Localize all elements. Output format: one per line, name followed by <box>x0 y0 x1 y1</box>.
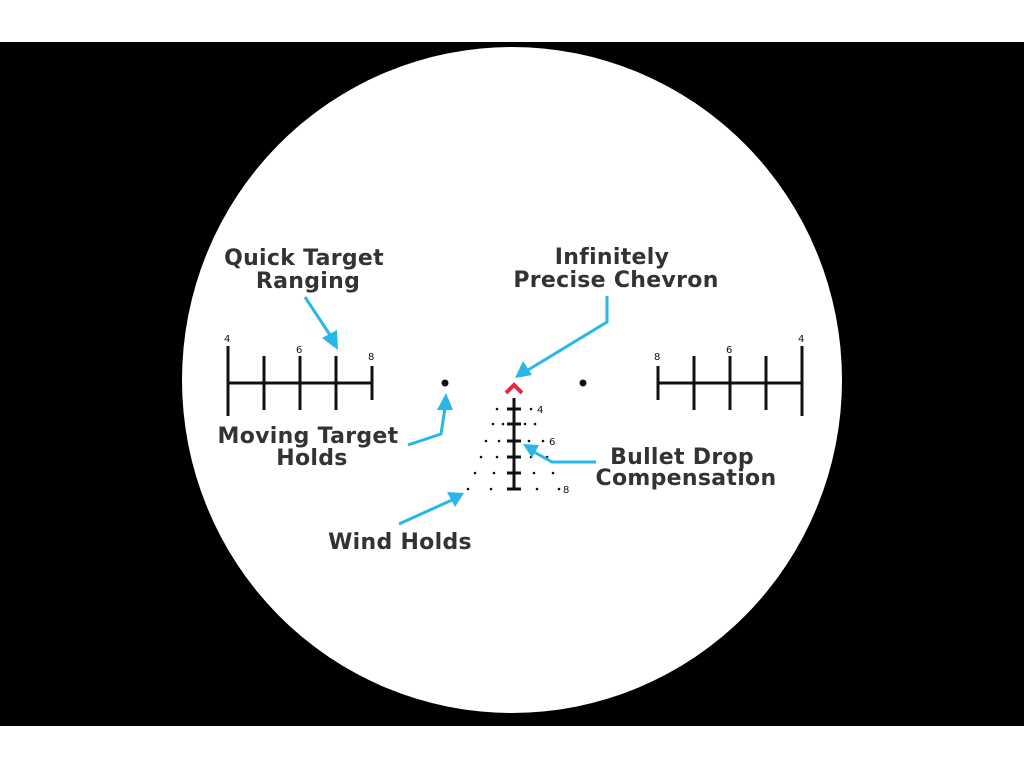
wind-dot <box>497 439 501 443</box>
wind-dot <box>527 439 531 443</box>
right-scale-label-6: 6 <box>726 345 732 356</box>
label-bullet-drop-compensation: Bullet Drop Compensation <box>596 445 777 491</box>
wind-dot <box>541 439 545 443</box>
bdc-label-8: 8 <box>563 485 569 496</box>
label-quick-target-ranging: Quick Target Ranging <box>224 246 392 294</box>
arrow-bullet-drop-compensation <box>523 444 596 464</box>
arrow-infinitely-precise-chevron <box>515 296 609 378</box>
wind-dot <box>533 422 537 426</box>
wind-dot <box>495 455 499 459</box>
wind-dot <box>495 407 499 411</box>
wind-dot <box>557 487 561 491</box>
wind-dot <box>523 422 527 426</box>
bdc-label-6: 6 <box>549 437 555 448</box>
wind-dot <box>479 455 483 459</box>
scope-lens <box>182 47 842 713</box>
wind-dot <box>532 471 536 475</box>
wind-dot <box>491 422 495 426</box>
wind-dot <box>529 407 533 411</box>
arrow-moving-target-holds <box>407 393 453 447</box>
arrow-wind-holds <box>398 492 464 526</box>
moving-target-dot-left <box>441 379 449 387</box>
label-wind-holds: Wind Holds <box>328 530 472 555</box>
right-ranging-scale: 8 6 4 <box>654 334 804 416</box>
wind-dot <box>473 471 477 475</box>
arrow-quick-target-ranging <box>303 296 338 350</box>
wind-dot <box>535 487 539 491</box>
left-scale-label-4: 4 <box>224 334 230 345</box>
left-ranging-scale: 4 6 8 <box>224 334 374 416</box>
wind-dot <box>501 422 505 426</box>
right-scale-label-4: 4 <box>798 334 804 345</box>
wind-dot <box>489 487 493 491</box>
wind-dot <box>492 471 496 475</box>
wind-dot <box>466 487 470 491</box>
wind-dot <box>484 439 488 443</box>
right-scale-label-8: 8 <box>654 352 660 363</box>
bullet-drop-stadia: 4 6 8 <box>507 398 569 496</box>
bdc-label-4: 4 <box>537 405 543 416</box>
wind-dot <box>551 471 555 475</box>
left-scale-label-8: 8 <box>368 352 374 363</box>
chevron-icon <box>504 382 524 395</box>
label-moving-target-holds: Moving Target Holds <box>218 424 407 471</box>
left-scale-label-6: 6 <box>296 345 302 356</box>
moving-target-dot-right <box>579 379 587 387</box>
label-infinitely-precise-chevron: Infinitely Precise Chevron <box>513 245 718 293</box>
